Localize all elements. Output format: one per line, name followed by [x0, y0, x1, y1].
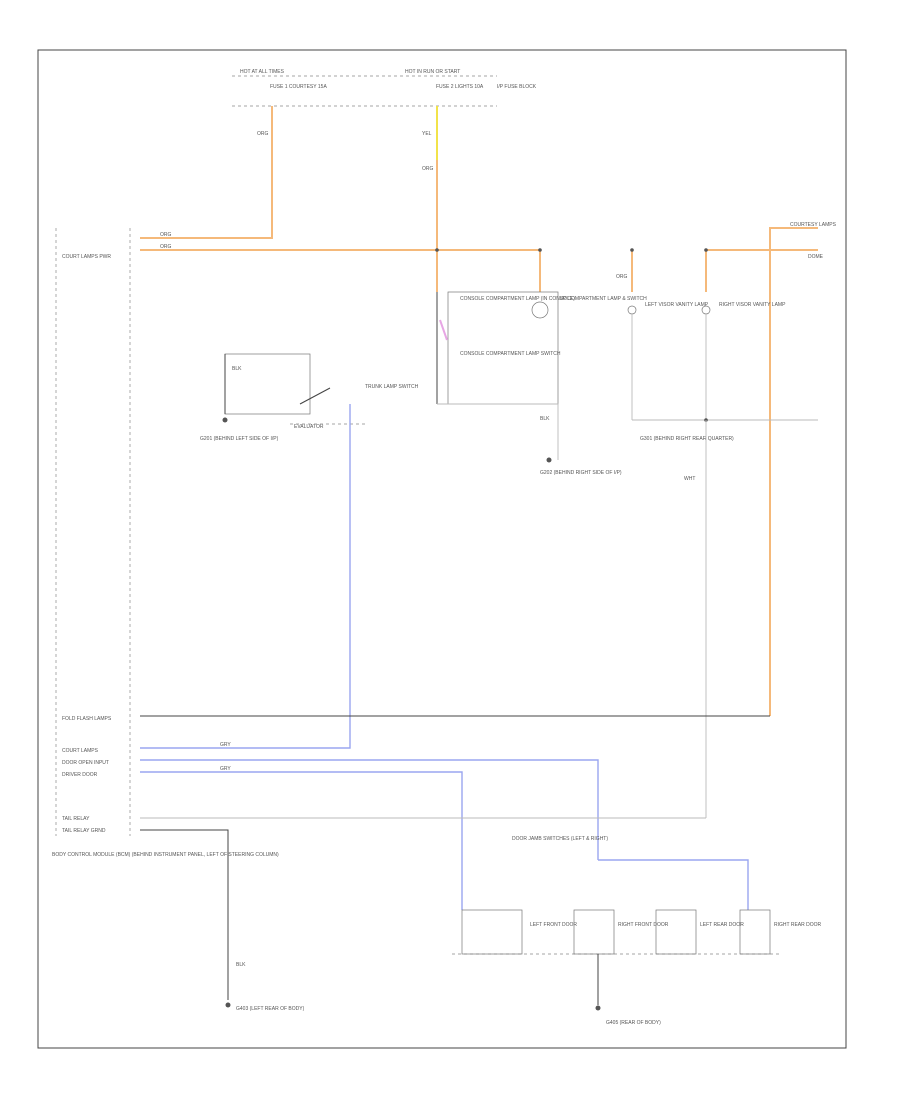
splice-1 — [435, 248, 439, 252]
bcm-tail-relay-grnd-label: TAIL RELAY GRND — [62, 828, 106, 834]
console-lamp-box — [447, 291, 559, 405]
rr-door-label: RIGHT REAR DOOR — [774, 922, 822, 928]
wire-console-ground — [437, 403, 559, 460]
bcm-tail-relay-label: TAIL RELAY — [62, 816, 90, 822]
console-switch-label: CONSOLE COMPARTMENT LAMP SWITCH — [460, 351, 561, 357]
wire-console-pink — [439, 319, 448, 341]
ground-g3-label: G301 (BEHIND RIGHT REAR QUARTER) — [640, 436, 734, 442]
wire-fuse1-feed — [140, 106, 273, 239]
wire-label-w6: ORG — [616, 274, 628, 280]
wire-label-w7: GRY — [220, 742, 231, 748]
ground-g5-symbol — [595, 1005, 601, 1011]
wire-label-w2: YEL — [422, 131, 432, 137]
left-vanity-lamp-bulb — [627, 305, 637, 315]
right-vanity-label: RIGHT VISOR VANITY LAMP — [719, 302, 786, 308]
wire-label-w12: WHT — [684, 476, 695, 482]
bcm-title-label: BODY CONTROL MODULE (BCM) (BEHIND INSTRU… — [52, 852, 279, 858]
wire-label-w3: ORG — [422, 166, 434, 172]
ground-g5-label: G405 (REAR OF BODY) — [606, 1020, 661, 1026]
bcm-court-lamps-label: COURT LAMPS — [62, 748, 99, 754]
fuse-2-label: FUSE 2 LIGHTS 10A — [436, 84, 484, 90]
splice-4 — [704, 248, 708, 252]
wire-label-w1: ORG — [257, 131, 269, 137]
bcm-fold-flash-label: FOLD FLASH LAMPS — [62, 716, 112, 722]
evaluator-label: EVALUATOR — [294, 424, 324, 430]
glovebox-lamp-label: I/P COMPARTMENT LAMP & SWITCH — [560, 296, 647, 302]
door-jamb-header-label: DOOR JAMB SWITCHES (LEFT & RIGHT) — [512, 836, 608, 842]
rf-door-label: RIGHT FRONT DOOR — [618, 922, 669, 928]
rf-door-switch-box — [573, 909, 615, 955]
wire-label-w10: BLK — [232, 366, 242, 372]
lf-door-switch-box — [461, 909, 523, 955]
left-vanity-label: LEFT VISOR VANITY LAMP — [645, 302, 709, 308]
ground-g4-label: G403 (LEFT REAR OF BODY) — [236, 1006, 305, 1012]
wire-court-lamps-signal — [140, 404, 351, 749]
bcm-driver-door-label: DRIVER DOOR — [62, 772, 98, 778]
ground-g4-symbol — [225, 1002, 231, 1008]
splice-3 — [630, 248, 634, 252]
trunk-switch-blade — [299, 387, 331, 405]
wire-fold-flash-feed — [769, 227, 818, 716]
ground-g1-label: G201 (BEHIND LEFT SIDE OF I/P) — [200, 436, 279, 442]
dome-connector-label: DOME — [808, 254, 824, 260]
glovebox-lamp-bulb — [531, 301, 549, 319]
wire-label-w4: ORG — [160, 232, 172, 238]
ground-g1-symbol — [222, 417, 228, 423]
wire-driver-door-signal — [140, 771, 463, 910]
fuse-block-side-label: I/P FUSE BLOCK — [497, 84, 537, 90]
wire-label-w8: GRY — [220, 766, 231, 772]
splice-2 — [538, 248, 542, 252]
lf-door-label: LEFT FRONT DOOR — [530, 922, 577, 928]
console-lamp-label: CONSOLE COMPARTMENT LAMP (IN CONSOLE) — [460, 296, 575, 302]
bcm-door-open-label: DOOR OPEN INPUT — [62, 760, 109, 766]
wire-label-w5: ORG — [160, 244, 172, 250]
wire-door-open-signal — [140, 759, 599, 860]
courtesy-connector-label: COURTESY LAMPS — [790, 222, 837, 228]
ground-g2-symbol — [546, 457, 552, 463]
sheet-frame — [37, 49, 847, 1049]
wire-door-jamb-bus — [598, 859, 749, 910]
wire-label-w11: BLK — [236, 962, 246, 968]
trunk-switch-label: TRUNK LAMP SWITCH — [365, 384, 419, 390]
wire-label-w9: BLK — [540, 416, 550, 422]
fuse-1-label: FUSE 1 COURTESY 15A — [270, 84, 327, 90]
lr-door-switch-box — [655, 909, 697, 955]
rr-door-switch-box — [739, 909, 771, 955]
trunk-switch-box — [224, 353, 311, 415]
wire-tail-relay-ground — [140, 829, 229, 1000]
bcm-court-lamps-pwr-label: COURT LAMPS PWR — [62, 254, 111, 260]
lr-door-label: LEFT REAR DOOR — [700, 922, 744, 928]
fuse-hot-at-all-times-label: HOT AT ALL TIMES — [240, 69, 285, 75]
wire-courtesy-bus — [140, 249, 541, 292]
fuse-hot-in-run-label: HOT IN RUN OR START — [405, 69, 460, 75]
ground-g2-label: G202 (BEHIND RIGHT SIDE OF I/P) — [540, 470, 622, 476]
